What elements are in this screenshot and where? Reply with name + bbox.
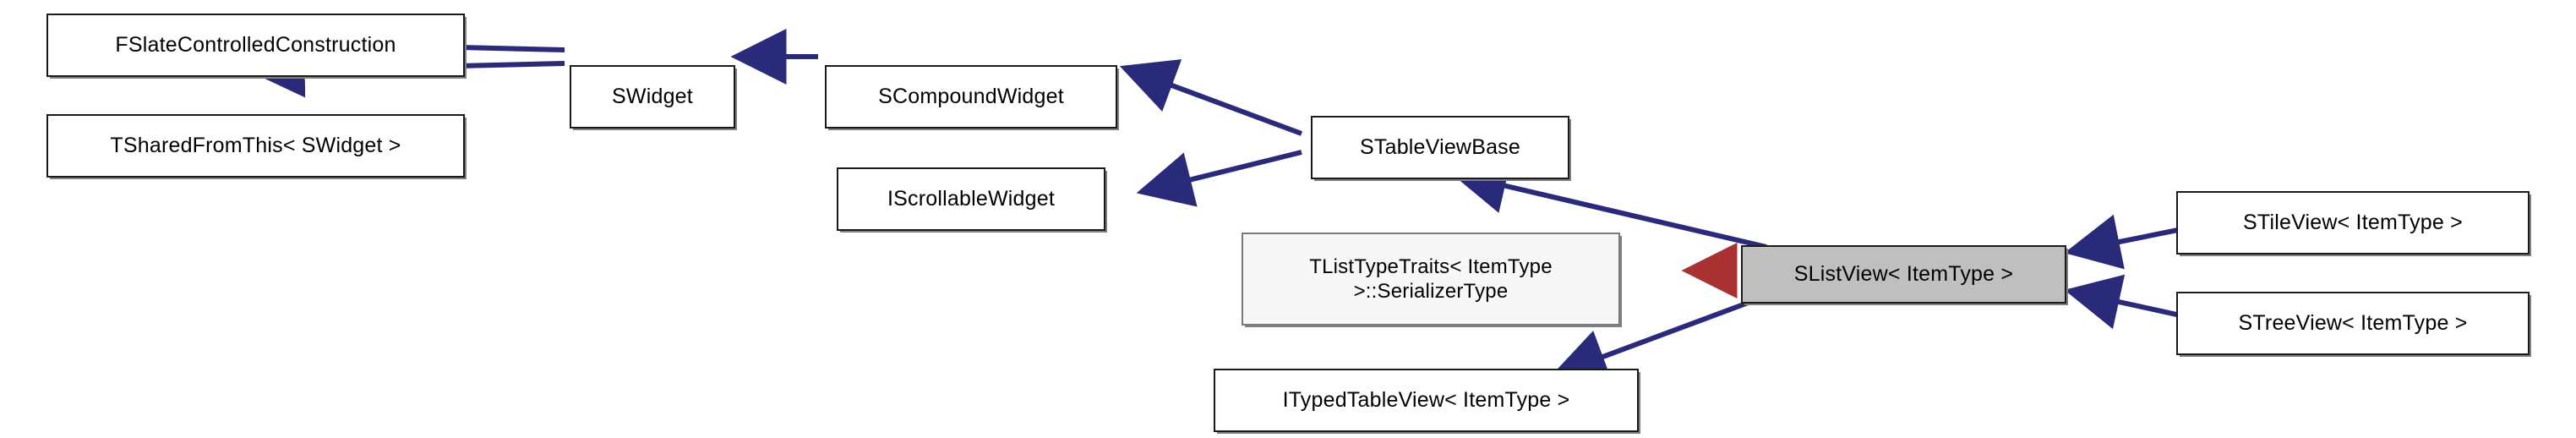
node-label: IScrollableWidget [887,187,1055,211]
node-label: SListView< ItemType > [1793,262,2014,287]
node-scompoundwidget[interactable]: SCompoundWidget [825,65,1117,129]
node-label: SCompoundWidget [878,85,1064,109]
node-label: ITypedTableView< ItemType > [1282,388,1570,413]
node-label: FSlateControlledConstruction [115,33,396,57]
node-tsharedfromthis-swidget[interactable]: TSharedFromThis< SWidget > [46,114,465,178]
node-label: STileView< ItemType > [2243,211,2463,235]
node-label: TListTypeTraits< ItemType >::SerializerT… [1309,255,1553,303]
node-swidget[interactable]: SWidget [570,65,735,129]
node-label: STableViewBase [1360,135,1520,160]
node-stableviewbase[interactable]: STableViewBase [1311,116,1569,179]
edge-stableviewbase-to-scompoundwidget [1119,59,1303,136]
node-stileview-itemtype[interactable]: STileView< ItemType > [2176,191,2530,255]
node-label: TSharedFromThis< SWidget > [110,134,401,158]
node-slistview-itemtype[interactable]: SListView< ItemType > [1741,245,2066,304]
node-fslatecontrolledconstruction[interactable]: FSlateControlledConstruction [46,14,465,77]
node-label: STreeView< ItemType > [2238,311,2468,336]
node-label: SWidget [612,85,693,109]
node-itypedtableview-itemtype[interactable]: ITypedTableView< ItemType > [1214,369,1639,432]
node-streeview-itemtype[interactable]: STreeView< ItemType > [2176,292,2530,355]
node-tlisttypetraits-serializertype[interactable]: TListTypeTraits< ItemType >::SerializerT… [1242,233,1620,326]
node-iscrollablewidget[interactable]: IScrollableWidget [837,167,1105,231]
edge-stableviewbase-to-iscrollablewidget [1136,150,1302,207]
